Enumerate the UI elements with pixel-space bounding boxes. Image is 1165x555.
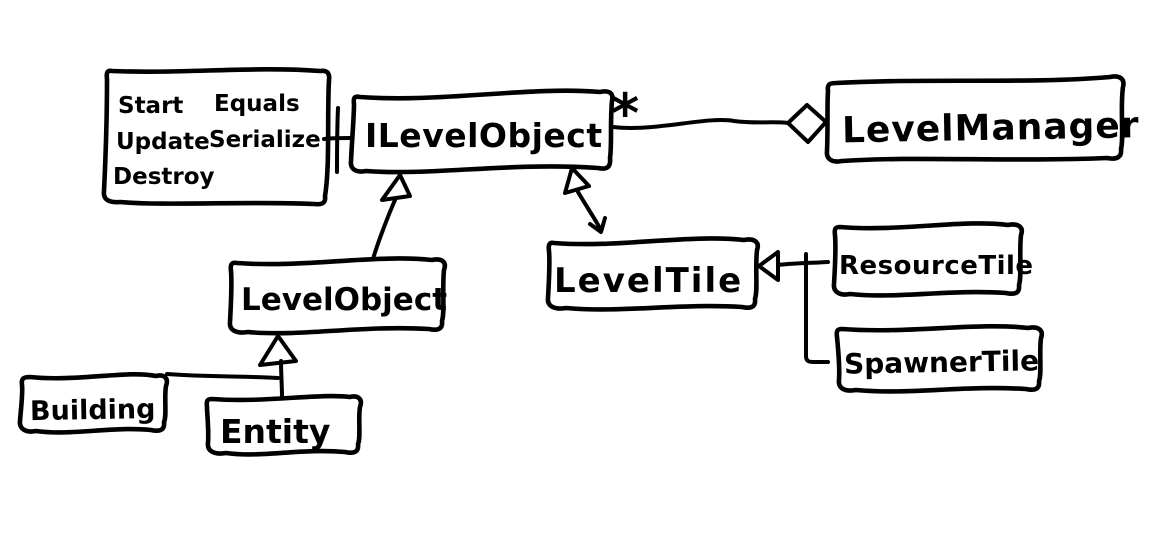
spawnertile-branch-line bbox=[803, 252, 830, 364]
aggregation-edge bbox=[611, 103, 828, 144]
inheritance-triangle-leveltile bbox=[563, 166, 591, 195]
resourcetile-box-outline bbox=[831, 221, 1025, 298]
levelobject-class-box: LevelObject bbox=[227, 256, 448, 336]
leveltile-label: LevelTile bbox=[554, 261, 743, 301]
levelobject-label: LevelObject bbox=[241, 282, 447, 318]
entity-class-box: Entity bbox=[204, 393, 364, 457]
inheritance-edge-levelobject bbox=[371, 173, 412, 261]
small-arrowhead-leveltile bbox=[588, 216, 607, 234]
multiplicity-star-label: * bbox=[611, 82, 639, 145]
methods-box-outline bbox=[101, 67, 332, 207]
resourcetile-class-box: ResourceTile bbox=[831, 221, 1034, 298]
leveltile-box-outline bbox=[545, 236, 761, 312]
aggregation-line bbox=[611, 118, 790, 130]
ilevelobject-label: ILevelObject bbox=[365, 116, 603, 155]
inheritance-shaft-leveltile bbox=[576, 190, 603, 232]
note-connector-stroke bbox=[335, 106, 340, 174]
inheritance-triangle-levelobject bbox=[380, 173, 412, 202]
inheritance-shaft-levelobject bbox=[371, 198, 397, 261]
inheritance-triangle-tiles bbox=[757, 250, 780, 282]
entity-label: Entity bbox=[220, 412, 330, 451]
spawnertile-box-outline bbox=[834, 323, 1045, 394]
levelobject-box-outline bbox=[227, 256, 448, 336]
inheritance-edge-leveltile bbox=[563, 166, 607, 234]
levelmanager-box-outline bbox=[824, 74, 1126, 164]
resourcetile-label: ResourceTile bbox=[839, 251, 1034, 281]
method-destroy-label: Destroy bbox=[113, 164, 215, 190]
method-serialize-label: Serialize bbox=[209, 127, 321, 153]
note-connector bbox=[322, 106, 352, 174]
building-horizontal-line bbox=[165, 372, 280, 380]
inheritance-edge-building-entity bbox=[165, 334, 298, 399]
building-class-box: Building bbox=[17, 372, 170, 435]
levelmanager-label: LevelManager bbox=[842, 105, 1140, 151]
method-equals-label: Equals bbox=[214, 91, 300, 117]
entity-box-outline bbox=[204, 393, 364, 457]
method-update-label: Update bbox=[116, 129, 210, 155]
tiles-horizontal-line bbox=[776, 260, 830, 267]
method-start-label: Start bbox=[118, 93, 183, 119]
inheritance-edge-tiles bbox=[757, 250, 830, 364]
spawnertile-class-box: SpawnerTile bbox=[834, 323, 1045, 394]
ilevelobject-class-box: ILevelObject bbox=[348, 88, 615, 175]
aggregation-diamond-icon bbox=[786, 103, 828, 144]
building-label: Building bbox=[30, 394, 156, 427]
inheritance-triangle-building-entity bbox=[258, 334, 298, 367]
ilevelobject-box-outline bbox=[348, 88, 615, 175]
building-box-outline bbox=[17, 372, 170, 435]
spawnertile-label: SpawnerTile bbox=[844, 344, 1040, 380]
entity-shaft-line bbox=[279, 359, 284, 399]
levelmanager-class-box: LevelManager bbox=[824, 74, 1140, 164]
interface-methods-note-box: Start Equals Update Serialize Destroy bbox=[101, 67, 332, 207]
leveltile-class-box: LevelTile bbox=[545, 236, 761, 312]
